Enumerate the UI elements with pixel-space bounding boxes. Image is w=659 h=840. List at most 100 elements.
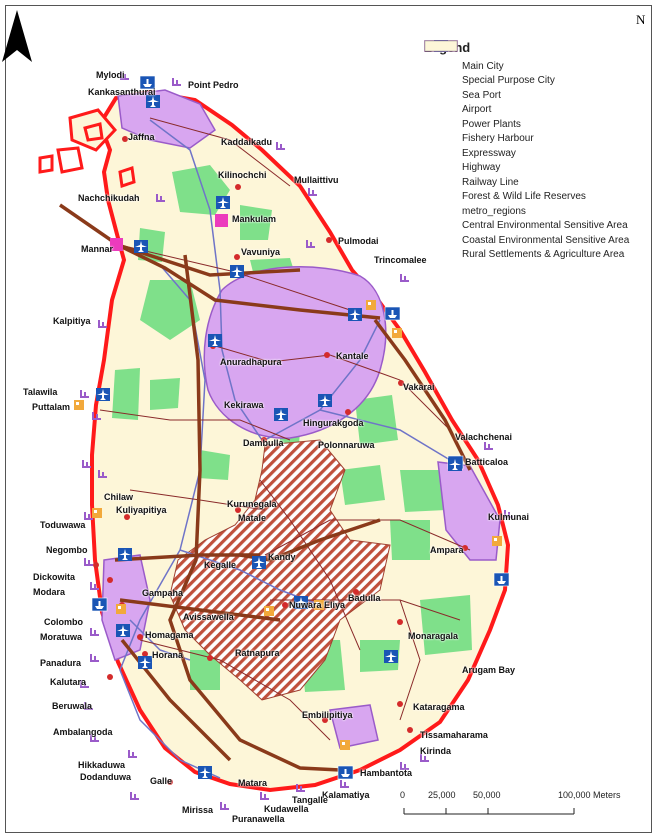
highway-swatch-icon — [424, 45, 462, 174]
place-label: Kilinochchi — [218, 170, 267, 180]
jaffna-islands — [38, 154, 54, 174]
place-label: Panadura — [40, 658, 82, 668]
legend-title: Legend — [424, 40, 656, 55]
legend-item-label: Special Purpose City — [462, 75, 555, 87]
place-label: Mirissa — [182, 805, 214, 815]
airport-swatch-icon — [424, 40, 462, 116]
place-label: Gampaha — [142, 588, 184, 598]
place-label: Puranawella — [232, 814, 285, 824]
place-label: Anuradhapura — [220, 357, 282, 367]
legend-item: Airport — [424, 40, 656, 118]
place-label: Beruwala — [52, 701, 93, 711]
scale-tick-label: 50,000 — [473, 790, 501, 800]
place-label: Puttalam — [32, 402, 71, 412]
place-label: Hikkaduwa — [78, 760, 126, 770]
legend-item-label: Highway — [462, 162, 501, 174]
place-label: Kataragama — [413, 702, 465, 712]
place-label: Kekirawa — [224, 400, 264, 410]
place-label: Kegalle — [204, 560, 237, 570]
legend-item: Coastal Environmental Sensitive Area — [424, 40, 656, 248]
place-label: Valachchenai — [455, 432, 513, 442]
legend-item-label: Rural Settlements & Agriculture Area — [462, 249, 625, 261]
place-label: Vavuniya — [241, 247, 281, 257]
legend-item: Main City — [424, 42, 656, 74]
place-label: Colombo — [44, 617, 83, 627]
square-swatch-icon — [424, 40, 462, 87]
expressways — [59, 203, 472, 772]
place-label: Pulmodai — [338, 236, 379, 246]
place-label: Dodanduwa — [80, 772, 131, 782]
scale-bar-graphic — [403, 808, 575, 815]
legend-item: Railway Line — [424, 44, 656, 190]
scale-tick-label: 100,000 Meters — [558, 790, 621, 800]
place-label: Mylodi — [96, 70, 125, 80]
legend-item-label: Coastal Environmental Sensitive Area — [462, 234, 630, 246]
place-label: Kalamatiya — [322, 790, 370, 800]
railway-swatch-icon — [424, 44, 462, 188]
place-label: Kankasanthurai — [88, 87, 156, 97]
north-label: N — [636, 12, 646, 27]
hatch-swatch-icon — [424, 40, 462, 232]
place-label: Nuwara Eliya — [289, 600, 346, 610]
place-label: Batticaloa — [465, 457, 509, 467]
place-label: Ampara — [430, 545, 464, 555]
city-dots — [93, 136, 468, 788]
fill-swatch-icon — [424, 40, 462, 246]
place-label: Jaffna — [128, 132, 155, 142]
legend-item: metro_regions — [424, 40, 656, 219]
place-label: Polonnaruwa — [318, 440, 375, 450]
place-label: Kulmunai — [488, 512, 530, 522]
jaffna-islands — [83, 122, 104, 142]
legend-item: Special Purpose City — [424, 40, 656, 89]
fill-swatch-icon — [424, 40, 462, 203]
place-label: Mannar — [81, 244, 114, 254]
place-label: Kudawella — [264, 804, 309, 814]
legend-item: Expressway — [424, 44, 656, 161]
place-label: Vakarai — [403, 382, 435, 392]
place-label: Kalutara — [50, 677, 87, 687]
place-label: Mullaittivu — [294, 175, 339, 185]
place-label: Kuliyapitiya — [116, 505, 167, 515]
expressway-swatch-icon — [424, 44, 462, 159]
place-label: Kirinda — [420, 746, 452, 756]
railway-lines — [119, 119, 451, 779]
place-label: Nachchikudah — [78, 193, 140, 203]
fill-swatch-icon — [424, 40, 462, 261]
place-label: Mankulam — [232, 214, 277, 224]
place-label: Matara — [238, 778, 268, 788]
airport-icons — [96, 95, 462, 779]
jaffna-islands — [56, 146, 84, 174]
legend-item: Rural Settlements & Agriculture Area — [424, 40, 656, 263]
place-label: Embilipitiya — [302, 710, 353, 720]
legend-item-label: Railway Line — [462, 176, 519, 188]
metro-regions — [101, 89, 501, 749]
place-label: Trincomalee — [374, 255, 427, 265]
legend-item-label: metro_regions — [462, 205, 526, 217]
place-label: Homagama — [145, 630, 194, 640]
special-purpose-cities — [110, 214, 228, 251]
place-label: Kaddaikadu — [221, 137, 273, 147]
place-label: Kandy — [268, 552, 296, 562]
legend-item-label: Power Plants — [462, 118, 521, 130]
place-label: Matale — [238, 513, 267, 523]
scale-bar: 0 25,000 50,000 100,000 Meters — [398, 790, 628, 830]
place-label: Chilaw — [104, 492, 134, 502]
legend-item-label: Airport — [462, 104, 492, 116]
place-label: Hingurakgoda — [303, 418, 364, 428]
fishery-harbour-icons — [80, 72, 513, 810]
scale-tick-label: 25,000 — [428, 790, 456, 800]
place-label: Toduwawa — [40, 520, 86, 530]
place-label: Tissamaharama — [420, 730, 488, 740]
legend-item: Sea Port — [424, 40, 656, 103]
place-label: Tangalle — [292, 795, 328, 805]
legend-item-label: Main City — [462, 60, 504, 72]
seaport-swatch-icon — [424, 40, 462, 101]
scale-tick-label: 0 — [400, 790, 406, 800]
legend-item: Central Environmental Sensitive Area — [424, 40, 656, 234]
place-label: Talawila — [23, 387, 58, 397]
jaffna-islands — [118, 166, 136, 188]
place-label: Arugam Bay — [462, 665, 516, 675]
